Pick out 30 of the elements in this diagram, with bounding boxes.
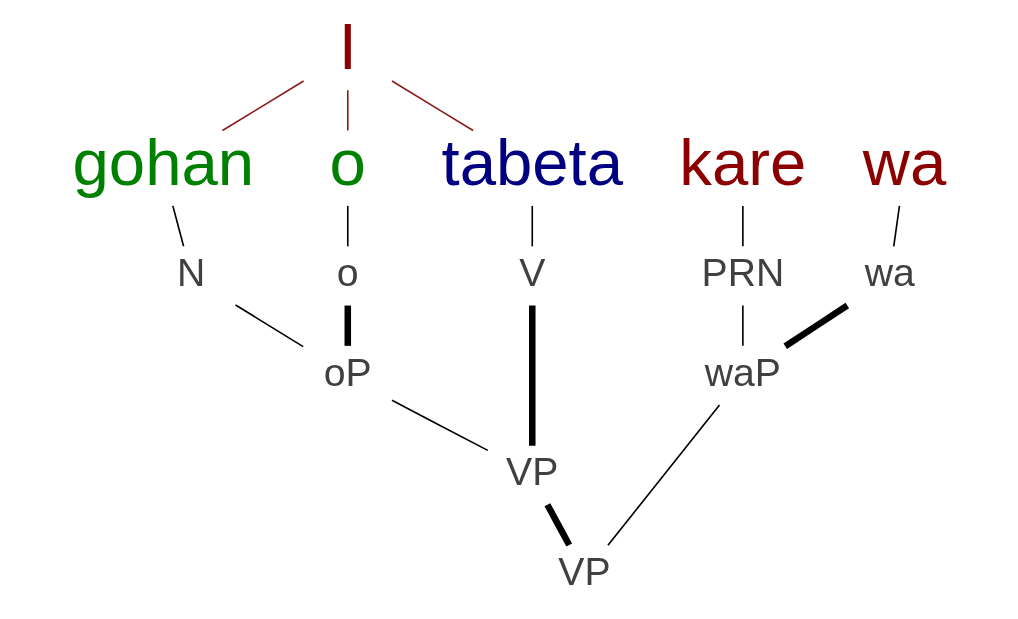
node-text: I	[338, 9, 357, 83]
node-text: o	[336, 251, 359, 295]
connector	[544, 503, 573, 547]
connector	[172, 205, 185, 248]
connector	[346, 205, 349, 248]
node-text: tabeta	[441, 125, 624, 199]
node-text: PRN	[701, 251, 785, 295]
node-text: V	[519, 251, 546, 295]
connector	[892, 205, 901, 248]
node-text: o	[329, 125, 366, 199]
node-text: VP	[558, 549, 611, 593]
connector	[346, 89, 349, 132]
node-text: gohan	[72, 125, 255, 199]
connector	[391, 80, 474, 132]
connector	[221, 80, 305, 132]
node-text: wa	[864, 251, 915, 295]
connector	[531, 205, 534, 248]
node-text: oP	[323, 350, 372, 394]
node-text: waP	[704, 350, 781, 394]
node-text: kare	[679, 125, 807, 199]
connector	[529, 305, 536, 446]
connector	[391, 399, 489, 452]
connector	[742, 304, 744, 347]
connector	[742, 205, 744, 248]
connector	[783, 302, 850, 349]
node-text: N	[176, 251, 206, 295]
node-text: wa	[862, 125, 947, 199]
node-text: VP	[506, 450, 559, 494]
connector	[234, 304, 304, 348]
connector	[607, 404, 721, 547]
